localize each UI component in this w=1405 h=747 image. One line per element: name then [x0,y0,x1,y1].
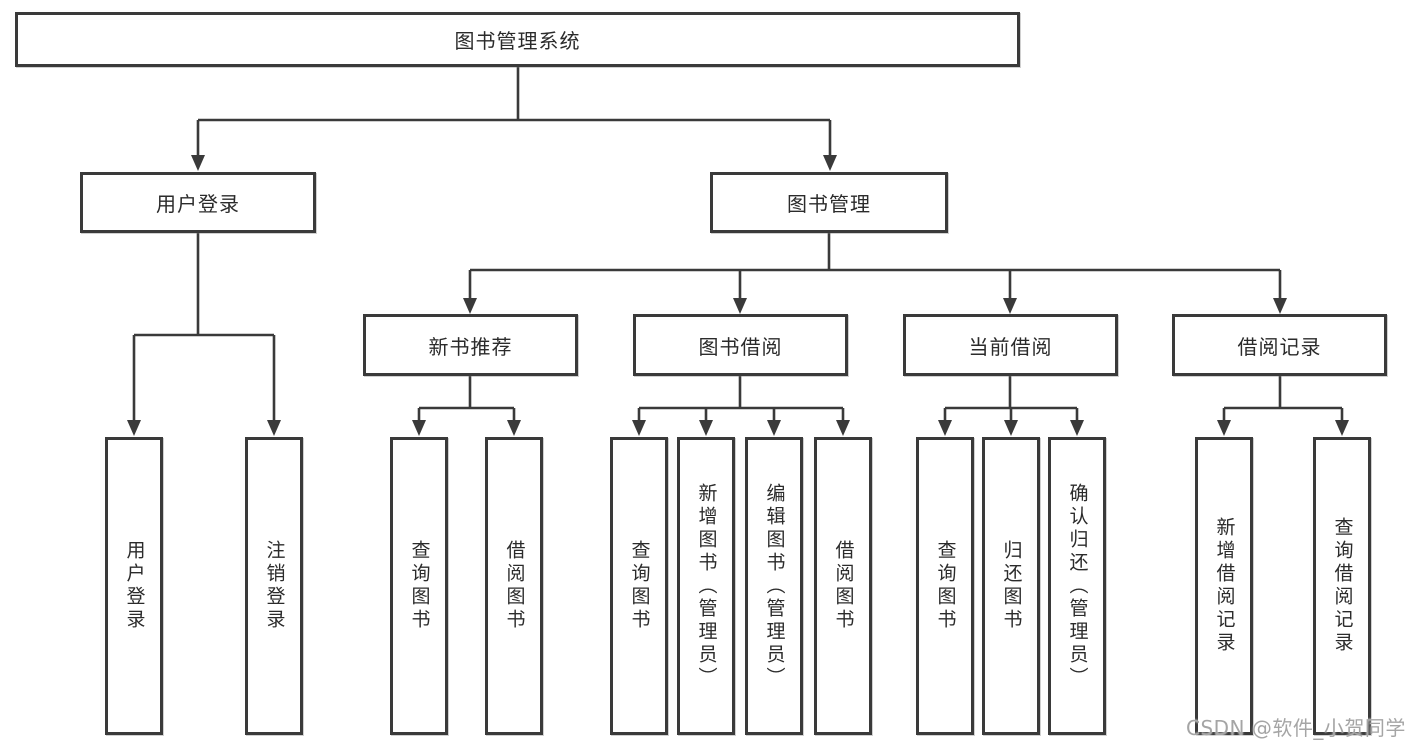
leaf-query-books-current: 查询图书 [916,437,974,735]
node-book-management: 图书管理 [710,172,948,233]
leaf-confirm-return-admin: 确认归还（管理员） [1048,437,1106,735]
leaf-borrow-books: 借阅图书 [814,437,872,735]
csdn-watermark: CSDN @软件_小贺同学 [1186,716,1405,740]
leaf-edit-books-admin: 编辑图书（管理员） [745,437,803,735]
leaf-logout: 注销登录 [245,437,303,735]
leaf-borrow-books-recommend: 借阅图书 [485,437,543,735]
leaf-add-books-admin: 新增图书（管理员） [677,437,735,735]
node-borrowing-records: 借阅记录 [1172,314,1387,376]
leaf-user-login: 用户登录 [105,437,163,735]
leaf-query-borrow-record: 查询借阅记录 [1313,437,1371,735]
node-root-system: 图书管理系统 [15,12,1020,67]
leaf-query-books-borrow: 查询图书 [610,437,668,735]
node-user-login: 用户登录 [80,172,316,233]
node-new-book-recommendation: 新书推荐 [363,314,578,376]
leaf-query-books-recommend: 查询图书 [390,437,448,735]
node-current-borrowing: 当前借阅 [903,314,1118,376]
leaf-add-borrow-record: 新增借阅记录 [1195,437,1253,735]
node-book-borrowing: 图书借阅 [633,314,848,376]
leaf-return-books: 归还图书 [982,437,1040,735]
